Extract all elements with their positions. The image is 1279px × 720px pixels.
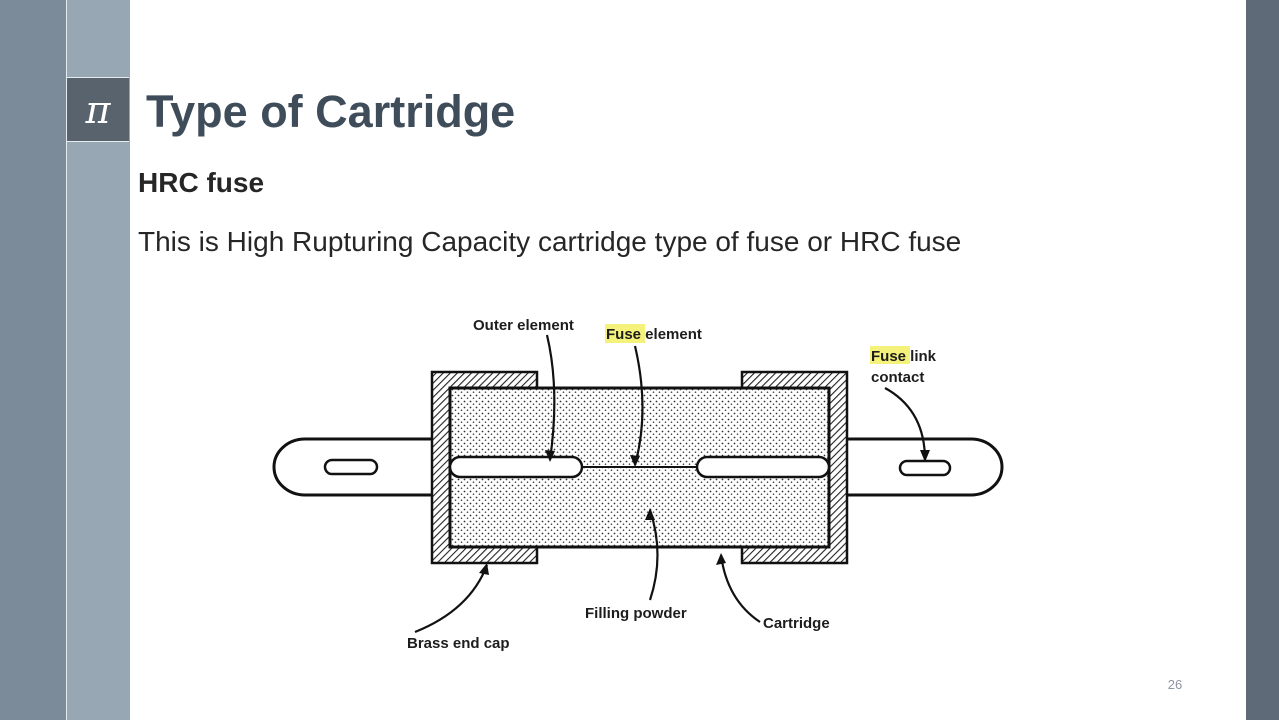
arrow-outer-element (545, 334, 556, 461)
outer-element-left (448, 455, 584, 479)
right-terminal-slot (898, 459, 952, 477)
pi-symbol: π (85, 87, 111, 132)
label-outer-element: Outer element (473, 317, 574, 334)
slide-subtitle: HRC fuse (138, 167, 265, 198)
page-number: 26 (1167, 677, 1183, 692)
label-filling-powder: Filling powder (585, 605, 687, 622)
label-brass-end-cap: Brass end cap (407, 635, 510, 652)
slide-title: Type of Cartridge (146, 86, 516, 137)
slide-body-text: This is High Rupturing Capacity cartridg… (138, 226, 962, 257)
pi-logo-icon: π (66, 77, 129, 142)
label-fuse-link: Fuse link (871, 348, 937, 365)
arrow-fuse-element (633, 345, 644, 466)
hrc-fuse-diagram: Outer element Fuse element Fuse link con… (272, 317, 1004, 652)
arrow-brass-end-cap (414, 564, 489, 634)
label-contact: contact (871, 369, 924, 386)
right-decorative-band (1246, 0, 1279, 720)
arrow-cartridge (719, 554, 761, 623)
label-cartridge: Cartridge (763, 615, 830, 632)
outer-element-right (695, 455, 831, 479)
left-decorative-band-outer (0, 0, 66, 720)
label-fuse-element: Fuse element (606, 326, 702, 343)
left-terminal-slot (323, 458, 379, 476)
